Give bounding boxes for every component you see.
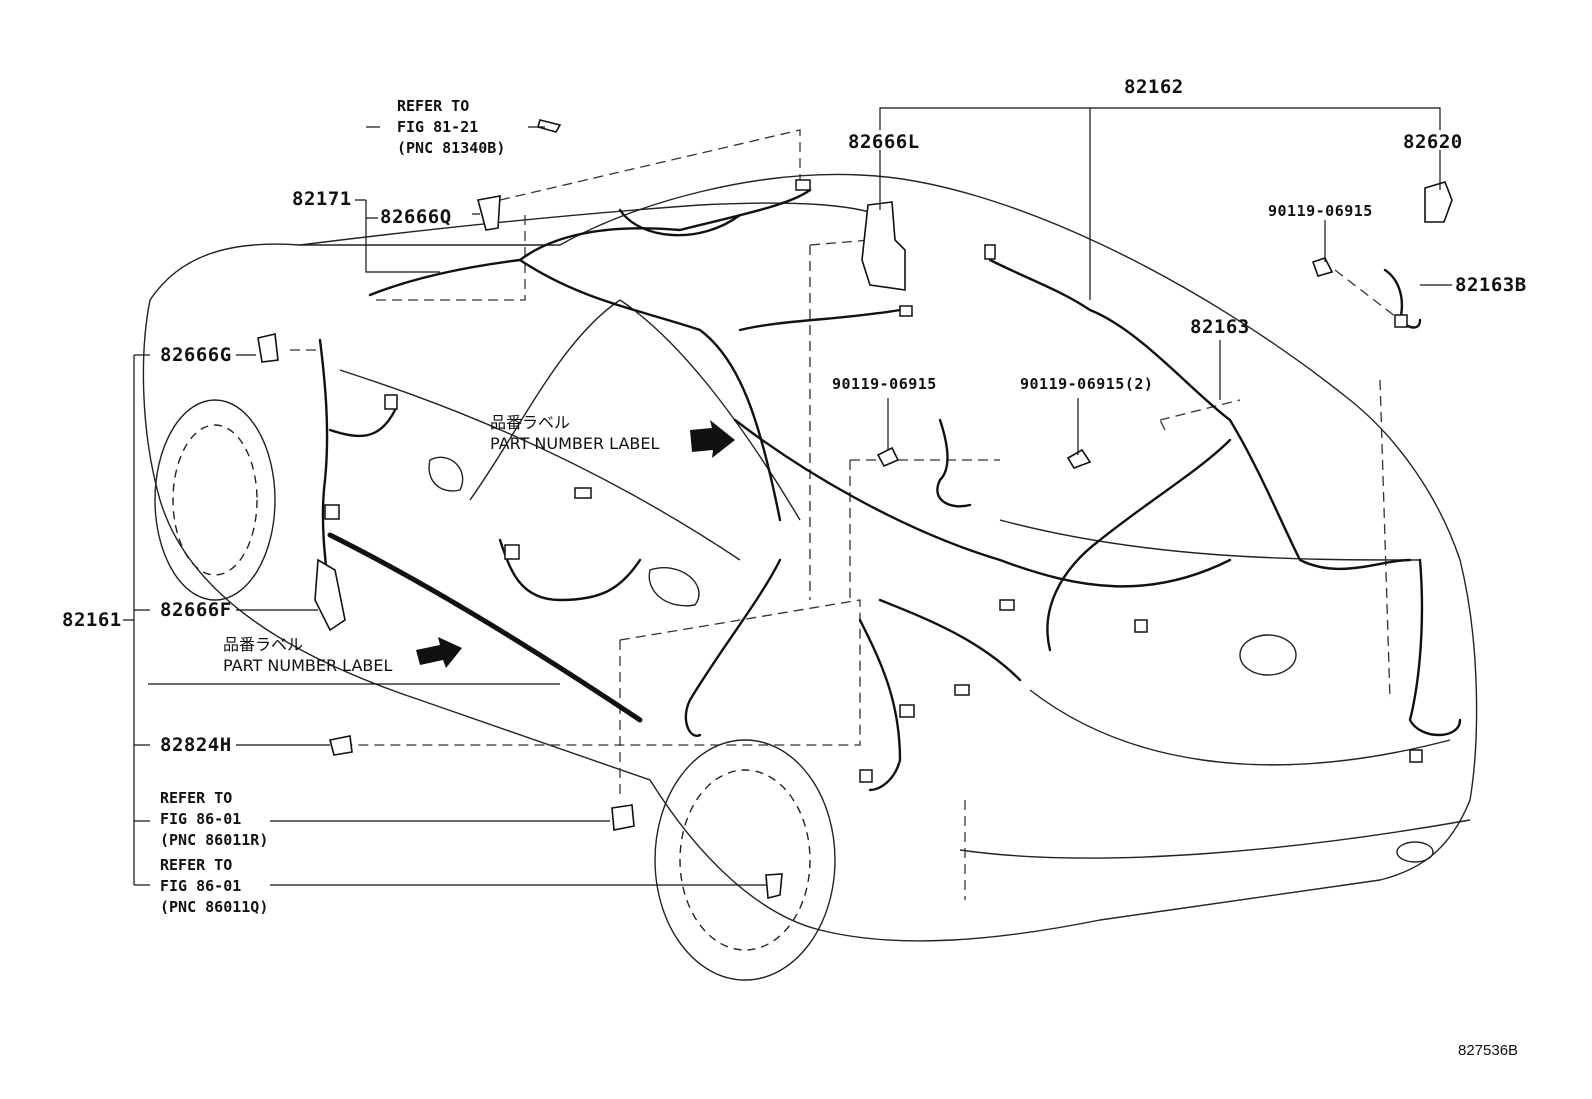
ref-line: REFER TO xyxy=(160,856,233,874)
part-number-label-en: PART NUMBER LABEL xyxy=(490,434,660,453)
bolt-icon xyxy=(1066,448,1092,469)
harness-center xyxy=(858,618,902,792)
harness-trunk-b xyxy=(1046,438,1232,652)
connector xyxy=(504,544,520,560)
part-label-82666L: 82666L xyxy=(848,131,920,153)
part-number-label-en: PART NUMBER LABEL xyxy=(223,656,393,675)
part-number-label-jp: 品番ラベル xyxy=(223,635,304,654)
connector xyxy=(574,487,592,499)
reference-86011Q: REFER TO FIG 86-01 (PNC 86011Q) xyxy=(160,855,268,918)
connector xyxy=(899,305,913,317)
connector xyxy=(954,684,970,696)
bolt-icon xyxy=(1311,257,1334,277)
ref-line: REFER TO xyxy=(160,789,233,807)
harness-roof xyxy=(368,188,812,297)
reference-86011R: REFER TO FIG 86-01 (PNC 86011R) xyxy=(160,788,268,851)
roof-line xyxy=(299,202,881,246)
reference-81340B: REFER TO FIG 81-21 (PNC 81340B) xyxy=(397,96,505,159)
bolt-icon xyxy=(876,446,900,468)
harness-door-front xyxy=(328,408,397,438)
harness-a-pillar xyxy=(318,338,332,602)
connector xyxy=(1394,314,1408,328)
ref-line: FIG 86-01 xyxy=(160,810,242,828)
connector xyxy=(859,769,873,783)
arrow-lower-icon xyxy=(416,637,462,668)
part-label-82666Q: 82666Q xyxy=(380,206,452,228)
arrow-upper-icon xyxy=(690,420,735,458)
ref-line: (PNC 86011R) xyxy=(160,831,269,849)
door-line-front xyxy=(339,369,741,561)
ref-line: FIG 81-21 xyxy=(397,118,479,136)
rear-emblem xyxy=(1239,634,1297,676)
connector xyxy=(1409,749,1423,763)
door-handle-rear xyxy=(648,567,700,607)
ref-line: REFER TO xyxy=(397,97,470,115)
ref-line: FIG 86-01 xyxy=(160,877,242,895)
part-label-82666F: 82666F xyxy=(160,599,232,621)
harness-door-rear xyxy=(498,538,642,602)
part-number-label-lower: 品番ラベル PART NUMBER LABEL xyxy=(223,634,392,676)
part-label-82163B: 82163B xyxy=(1455,274,1527,296)
connector xyxy=(984,244,996,260)
connector xyxy=(324,504,340,520)
part-label-82620: 82620 xyxy=(1403,131,1463,153)
harness-rear-wheel xyxy=(684,558,782,737)
rear-bumper xyxy=(1029,689,1451,766)
bracket-82666L xyxy=(861,201,906,291)
part-label-90119-center: 90119-06915 xyxy=(832,375,937,393)
connector xyxy=(999,599,1015,611)
part-number-label-upper: 品番ラベル PART NUMBER LABEL xyxy=(490,412,659,454)
harness-main xyxy=(733,418,1232,588)
clip-82666G xyxy=(257,333,279,363)
connector xyxy=(1134,619,1148,633)
bracket-82666F xyxy=(314,558,346,632)
harness-trunk xyxy=(988,258,1412,571)
rear-wheel xyxy=(654,739,836,981)
part-label-90119-top-right: 90119-06915 xyxy=(1268,202,1373,220)
harness-b-pillar xyxy=(518,258,782,522)
part-label-82163: 82163 xyxy=(1190,316,1250,338)
rear-wheel-inner xyxy=(679,769,811,951)
part-label-82666G: 82666G xyxy=(160,344,232,366)
connector xyxy=(899,704,915,718)
ref-line: (PNC 81340B) xyxy=(397,139,506,157)
harness-roof-b xyxy=(618,208,742,237)
screw-81340B xyxy=(537,119,562,133)
door-handle-front xyxy=(428,456,464,492)
ref-line: (PNC 86011Q) xyxy=(160,898,269,916)
sensor-86011Q xyxy=(765,873,783,900)
trunk-line xyxy=(999,519,1421,561)
sensor-86011R xyxy=(611,804,635,831)
clip-82666Q xyxy=(477,195,501,231)
part-label-90119-qty2: 90119-06915(2) xyxy=(1020,375,1154,393)
harness-c xyxy=(738,308,902,332)
door-line-rear xyxy=(469,299,621,501)
car-body-outline xyxy=(142,173,1478,942)
part-label-82161: 82161 xyxy=(62,609,122,631)
figure-code: 827536B xyxy=(1458,1042,1519,1059)
part-label-82162: 82162 xyxy=(1124,76,1184,98)
harness-sill xyxy=(327,532,643,723)
front-wheel xyxy=(154,399,276,601)
rear-lower xyxy=(959,819,1471,859)
connector xyxy=(795,179,811,191)
front-wheel-inner xyxy=(172,424,258,576)
grommet-82824H xyxy=(329,735,353,756)
part-label-82824H: 82824H xyxy=(160,734,232,756)
exhaust xyxy=(1396,841,1434,863)
connector xyxy=(384,394,398,410)
harness-middle xyxy=(878,598,1022,682)
bracket-82620 xyxy=(1424,181,1453,223)
part-label-82171: 82171 xyxy=(292,188,352,210)
part-number-label-jp: 品番ラベル xyxy=(490,413,571,432)
harness-lamp xyxy=(1408,558,1462,737)
